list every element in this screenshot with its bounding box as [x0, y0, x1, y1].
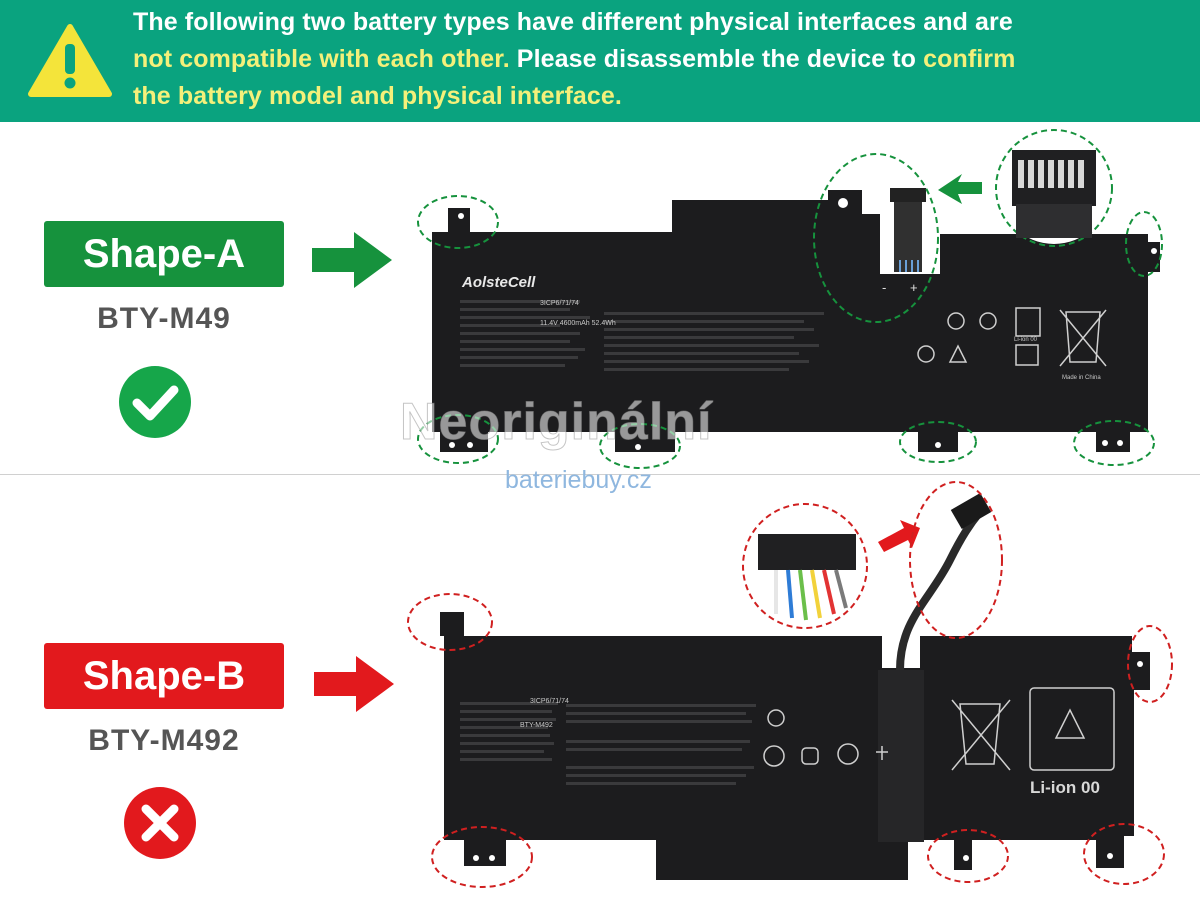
banner-line-1: The following two battery types have dif… — [133, 8, 1013, 36]
battery-a-origin: Made in China — [1062, 375, 1101, 381]
cross-icon — [124, 787, 196, 859]
warning-icon — [28, 24, 112, 97]
battery-b-pack-type: 3ICP6/71/74 — [530, 698, 569, 705]
shape-b-model: BTY-M492 — [88, 724, 240, 757]
battery-a-cert: Li-ion 00 — [1014, 337, 1038, 343]
watermark-text: Neoriginální — [399, 393, 713, 452]
banner-highlight-confirm: confirm — [923, 45, 1016, 73]
battery-a-spec: 11.4V 4600mAh 52.4Wh — [540, 320, 616, 327]
battery-a-minus: - — [882, 280, 887, 295]
banner-disassemble: Please disassemble the device to — [509, 45, 924, 73]
site-url: bateriebuy.cz — [505, 466, 652, 494]
shape-b-label: Shape-B — [44, 643, 284, 709]
banner-highlight-model: the battery model and physical interface… — [133, 82, 622, 110]
battery-a-plus: + — [910, 280, 918, 295]
battery-a-pack-type: 3ICP6/71/74 — [540, 300, 579, 307]
warning-banner: The following two battery types have dif… — [0, 0, 1200, 122]
check-icon — [119, 366, 191, 438]
shape-a-label: Shape-A — [44, 221, 284, 287]
arrow-right-green-icon — [312, 232, 392, 288]
battery-b-cert: Li-ion 00 — [1030, 778, 1100, 797]
banner-text: The following two battery types have dif… — [133, 4, 1183, 115]
banner-highlight-incompatible: not compatible with each other. — [133, 45, 510, 73]
section-divider — [0, 474, 1200, 475]
battery-a-brand: AolsteCell — [462, 274, 536, 291]
shape-a-model: BTY-M49 — [97, 302, 231, 335]
arrow-right-red-icon — [314, 656, 394, 712]
battery-b-model-name: BTY-M492 — [520, 722, 553, 729]
